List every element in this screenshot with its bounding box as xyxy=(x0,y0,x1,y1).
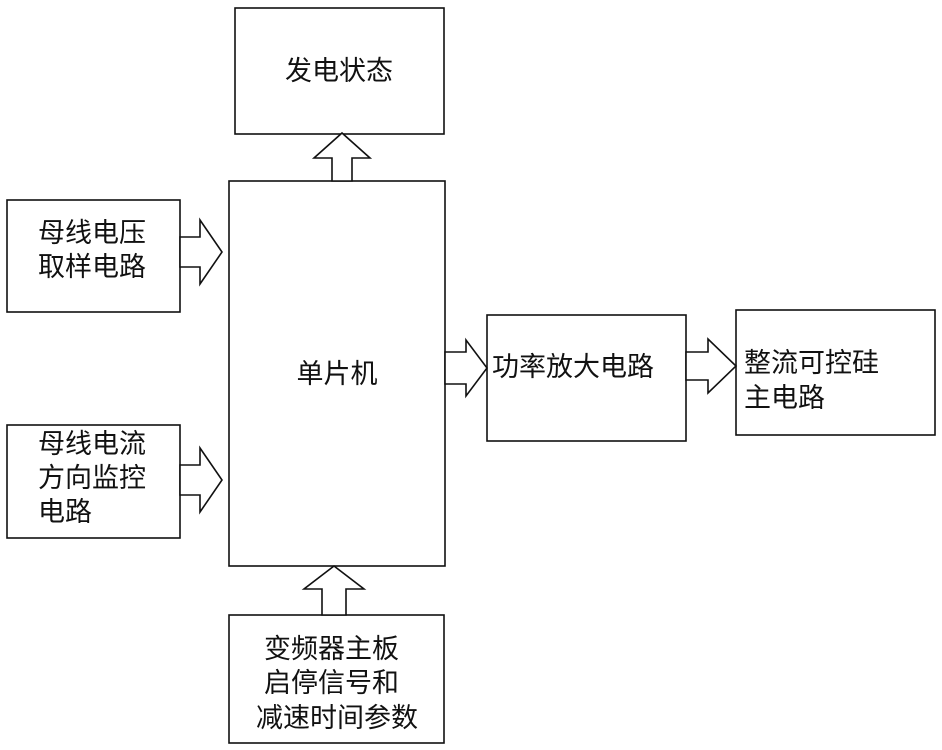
node-bus-current: 母线电流 方向监控 电路 xyxy=(7,425,180,538)
node-mcu-line-1: 单片机 xyxy=(297,359,378,390)
node-bus-voltage-line-2: 取样电路 xyxy=(38,252,146,283)
node-bus-voltage: 母线电压 取样电路 xyxy=(7,200,180,312)
arrow-bus-voltage-to-mcu xyxy=(180,220,222,284)
node-bus-current-line-2: 方向监控 xyxy=(38,463,146,494)
arrow-inverter-board-to-mcu xyxy=(304,566,364,615)
arrow-mcu-to-power-state xyxy=(314,133,370,181)
node-inverter-board-line-2: 启停信号和 xyxy=(264,668,399,699)
node-power-amp: 功率放大电路 xyxy=(487,315,686,441)
arrow-power-amp-to-scr-main xyxy=(686,339,736,393)
arrow-bus-current-to-mcu xyxy=(180,448,222,512)
node-scr-main-line-2: 主电路 xyxy=(744,383,825,414)
node-power-state-line-1: 发电状态 xyxy=(285,56,393,87)
node-bus-current-line-1: 母线电流 xyxy=(38,429,146,460)
arrow-mcu-to-power-amp xyxy=(445,340,487,396)
node-scr-main-line-1: 整流可控硅 xyxy=(744,348,879,379)
node-inverter-board-line-3: 减速时间参数 xyxy=(256,703,418,734)
node-inverter-board: 变频器主板 启停信号和 减速时间参数 xyxy=(229,615,444,743)
node-mcu: 单片机 xyxy=(229,181,445,566)
node-inverter-board-line-1: 变频器主板 xyxy=(264,634,399,665)
node-bus-current-line-3: 电路 xyxy=(38,497,92,528)
node-bus-voltage-line-1: 母线电压 xyxy=(38,218,146,249)
node-scr-main: 整流可控硅 主电路 xyxy=(736,310,935,435)
node-power-state: 发电状态 xyxy=(235,8,444,134)
node-power-amp-line-1: 功率放大电路 xyxy=(492,352,654,383)
